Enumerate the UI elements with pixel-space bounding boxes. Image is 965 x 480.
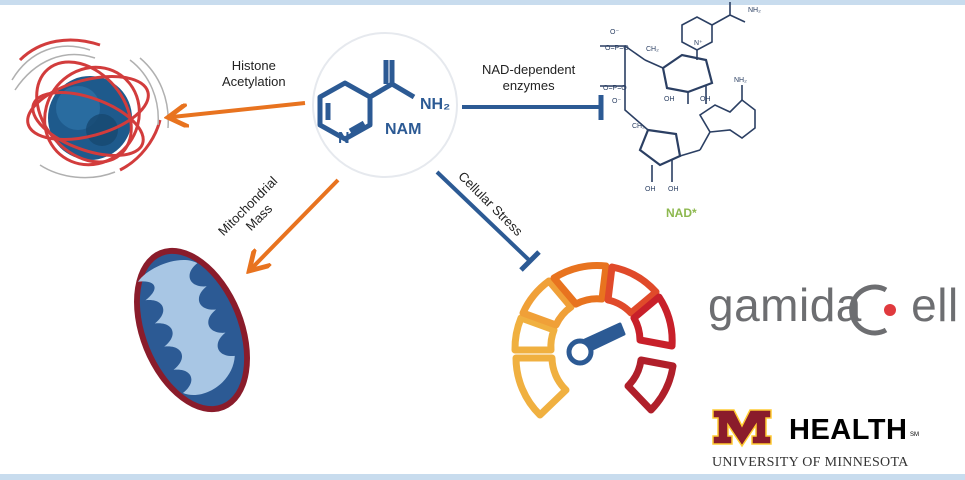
svg-text:NH₂: NH₂ bbox=[748, 7, 761, 14]
svg-text:O=P=O: O=P=O bbox=[605, 45, 629, 52]
nad-molecule-icon bbox=[600, 2, 756, 182]
nad-dependent-enzymes-label: NAD-dependent enzymes bbox=[482, 62, 576, 93]
stress-gauge-icon bbox=[511, 262, 677, 419]
svg-text:OH: OH bbox=[664, 96, 675, 103]
svg-text:OH: OH bbox=[700, 96, 711, 103]
health-trademark: SM bbox=[910, 432, 919, 438]
stress-inhibition-arrow bbox=[435, 170, 541, 272]
svg-text:CH₂: CH₂ bbox=[632, 123, 645, 130]
nad-label: NAD* bbox=[666, 206, 697, 220]
histone-arrow bbox=[172, 101, 306, 117]
gamida-logo-text: gamida ell bbox=[708, 279, 959, 331]
health-logo-text: HEALTH bbox=[789, 414, 908, 446]
top-border-bar bbox=[0, 0, 965, 5]
gamida-cell-logo-mark bbox=[849, 284, 896, 336]
svg-text:NH₂: NH₂ bbox=[734, 77, 747, 84]
minnesota-m-logo bbox=[712, 409, 772, 448]
svg-text:OH: OH bbox=[645, 186, 656, 193]
chromatin-dna-icon bbox=[11, 38, 169, 179]
svg-text:N⁺: N⁺ bbox=[694, 40, 703, 47]
nam-node bbox=[312, 32, 458, 178]
nam-label: NAM bbox=[385, 121, 422, 138]
nad-inhibition-arrow bbox=[462, 95, 604, 120]
histone-acetylation-label: Histone Acetylation bbox=[222, 58, 286, 89]
svg-text:OH: OH bbox=[668, 186, 679, 193]
svg-text:O⁻: O⁻ bbox=[610, 29, 619, 36]
mitochondrial-arrow bbox=[252, 178, 340, 268]
svg-text:CH₂: CH₂ bbox=[646, 46, 659, 53]
svg-text:O=P=O: O=P=O bbox=[603, 85, 627, 92]
nam-amine-group: NH₂ bbox=[420, 96, 451, 113]
bottom-border-bar bbox=[0, 474, 965, 480]
nicotinamide-structure-icon bbox=[317, 60, 416, 142]
nad-atom-labels: O⁻ O=P=O O=P=O O⁻ CH₂ OH OH CH₂ OH OH NH… bbox=[603, 7, 761, 193]
university-of-minnesota-text: UNIVERSITY OF MINNESOTA bbox=[712, 455, 909, 470]
svg-text:O⁻: O⁻ bbox=[612, 98, 621, 105]
nam-ring-nitrogen: N bbox=[338, 130, 350, 147]
gamida-logo-tail: ell bbox=[911, 279, 959, 331]
mitochondrion-icon bbox=[134, 247, 250, 413]
